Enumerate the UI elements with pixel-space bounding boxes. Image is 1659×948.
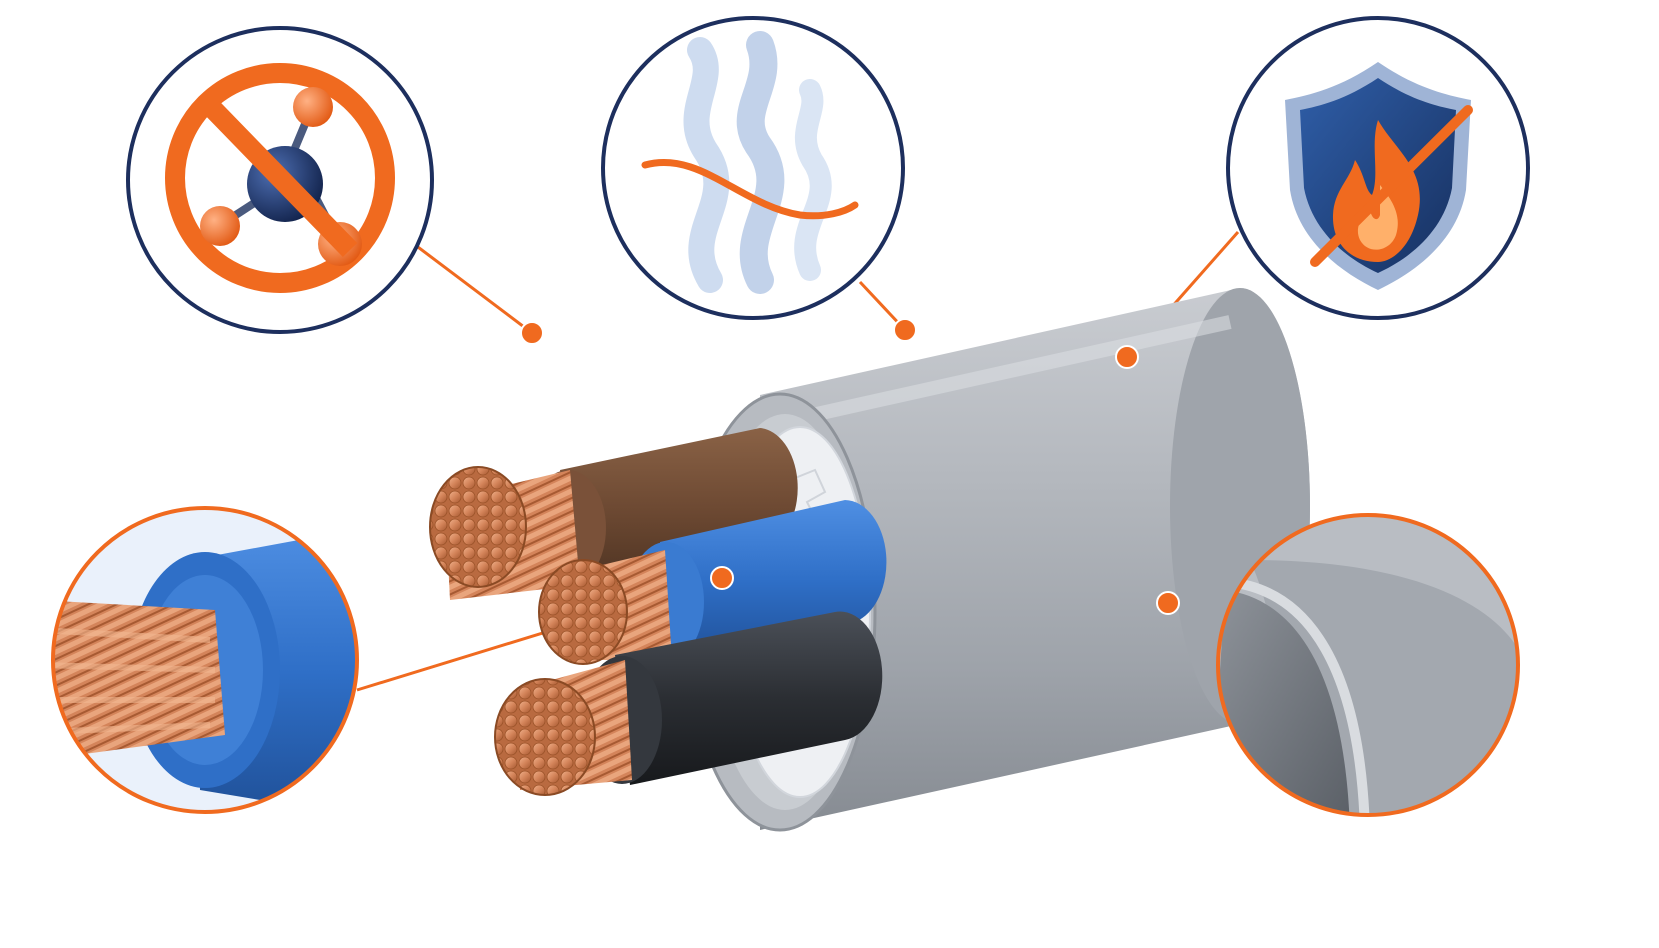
connector-dot-halogen [520,321,544,345]
connector-dot-conductor [710,566,734,590]
connector-dot-sheath [1156,591,1180,615]
sheath-highlight [788,315,1232,427]
sheath-closeup-icon [1218,515,1518,815]
callout-outer-sheath [1216,513,1520,817]
copper-core-closeup-icon [53,508,357,812]
callout-copper-conductor [51,506,359,814]
no-molecule-icon [165,63,395,293]
callout-flame-retardant [1226,16,1530,320]
connector-line-halogen [397,230,533,335]
core-black [494,611,883,796]
cable-body [429,288,1310,832]
connector-dots [520,318,1180,615]
connector-dot-smoke [893,318,917,342]
connector-dot-flame [1115,345,1139,369]
shield-no-flame-icon [1285,62,1473,290]
outer-sheath [760,288,1310,830]
blue-conductor-end [538,559,628,665]
smoke-wave-icon [641,31,859,294]
callout-halogen-free [126,26,434,334]
black-conductor-end [494,678,596,796]
callout-low-smoke [601,16,905,320]
brown-conductor-end [429,466,527,588]
